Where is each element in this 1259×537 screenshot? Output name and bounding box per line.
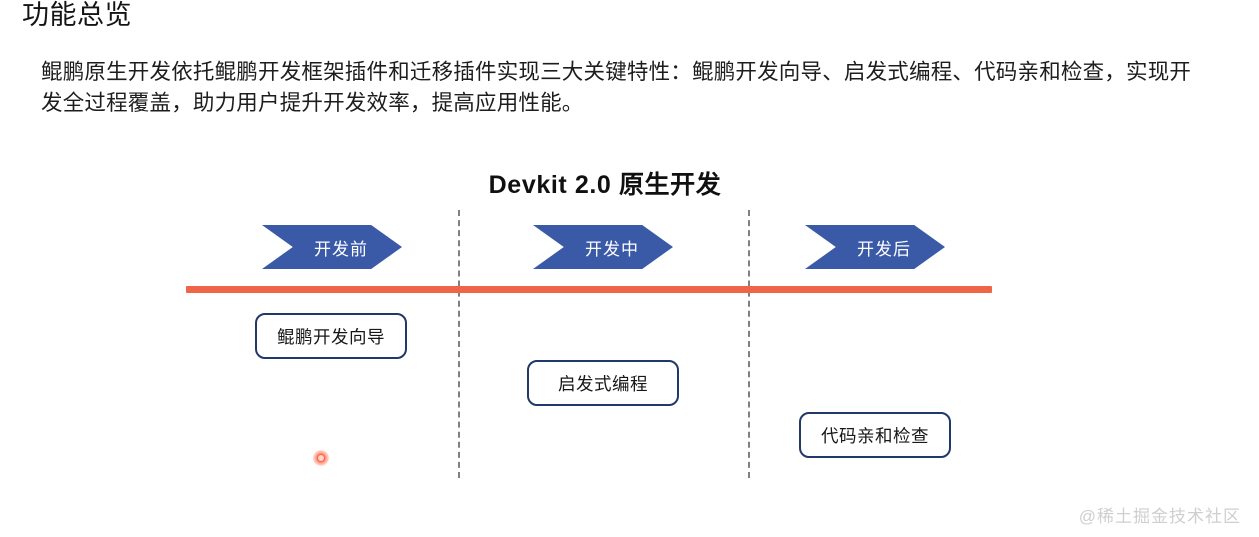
phase-chevron-before[interactable]: 开发前: [262, 225, 402, 269]
feature-box-code-affinity-check-label: 代码亲和检查: [821, 425, 929, 446]
phase-chevron-during[interactable]: 开发中: [533, 225, 673, 269]
click-indicator-icon: [313, 450, 329, 466]
timeline-axis: [186, 286, 992, 293]
phase-chevron-after[interactable]: 开发后: [805, 225, 945, 269]
feature-box-dev-wizard[interactable]: 鲲鹏开发向导: [255, 313, 407, 359]
page-title: 功能总览: [22, 0, 132, 30]
intro-paragraph: 鲲鹏原生开发依托鲲鹏开发框架插件和迁移插件实现三大关键特性：鲲鹏开发向导、启发式…: [41, 60, 1192, 115]
phase-divider-2: [748, 210, 750, 478]
phase-chevron-during-label: 开发中: [585, 239, 639, 259]
diagram-title: Devkit 2.0 原生开发: [488, 171, 722, 199]
feature-box-dev-wizard-label: 鲲鹏开发向导: [277, 326, 385, 347]
phase-divider-1: [458, 210, 460, 478]
feature-box-heuristic-programming[interactable]: 启发式编程: [527, 360, 679, 406]
phase-chevron-before-label: 开发前: [314, 239, 368, 259]
feature-box-heuristic-programming-label: 启发式编程: [558, 373, 648, 394]
watermark: @稀土掘金技术社区: [1078, 507, 1241, 526]
feature-box-code-affinity-check[interactable]: 代码亲和检查: [799, 412, 951, 458]
phase-chevron-after-label: 开发后: [857, 239, 911, 259]
